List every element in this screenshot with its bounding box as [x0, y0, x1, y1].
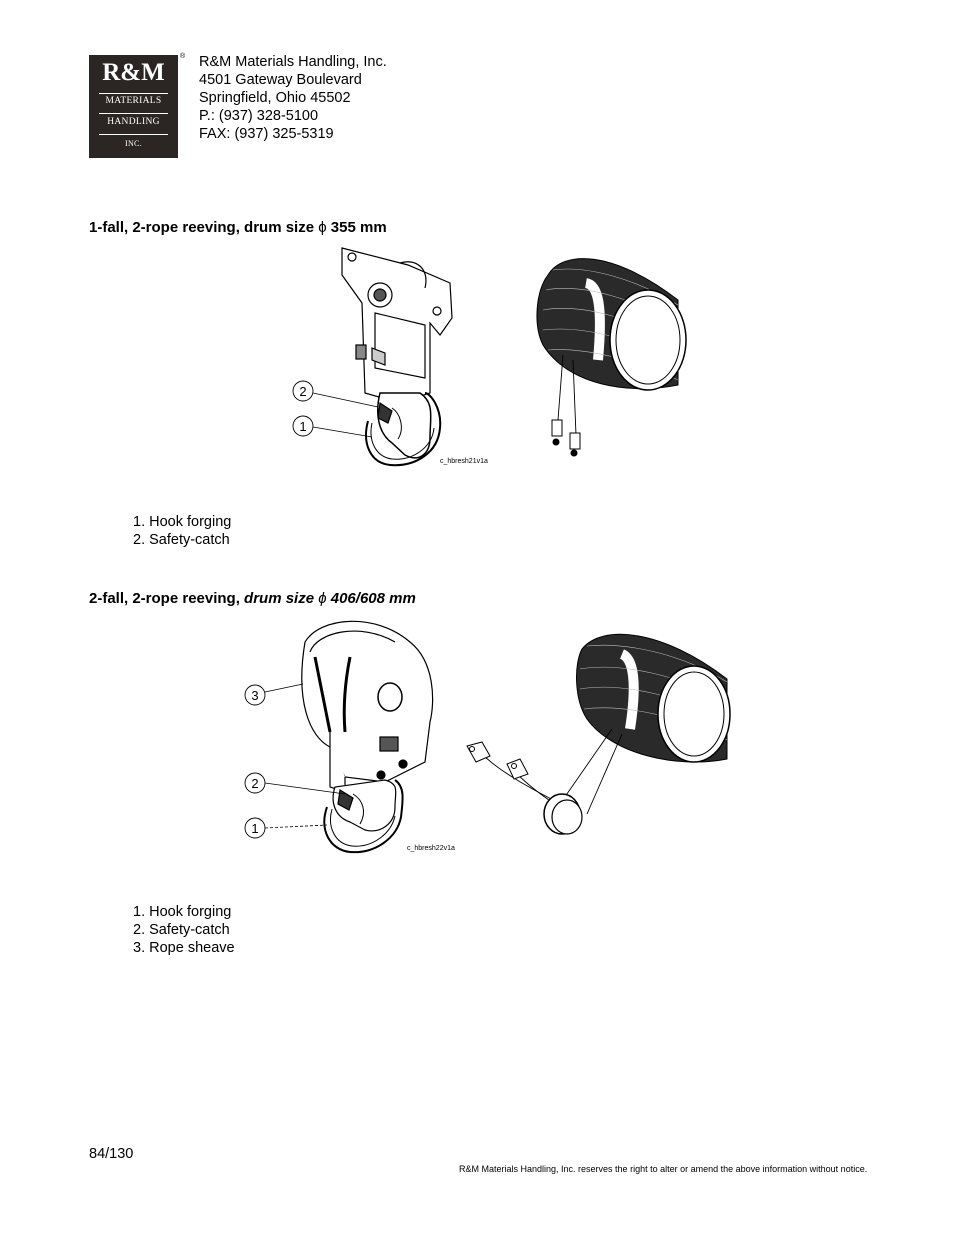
section2-heading: 2-fall, 2-rope reeving, drum size ϕ 406/…: [89, 590, 416, 607]
callout-2-label: 2: [299, 384, 306, 399]
section1-parts-list: 1. Hook forging 2. Safety-catch: [133, 513, 231, 549]
footer-notice: R&M Materials Handling, Inc. reserves th…: [459, 1164, 868, 1174]
logo-word-inc: INC.: [125, 139, 142, 148]
diameter-symbol: ϕ: [318, 590, 327, 607]
diameter-symbol: ϕ: [318, 219, 327, 236]
logo-divider: [99, 113, 168, 114]
company-name: R&M Materials Handling, Inc.: [199, 54, 387, 70]
list-item: 2. Safety-catch: [133, 532, 230, 548]
logo-divider: [99, 134, 168, 135]
section2-heading-text: 2-fall, 2-rope reeving,: [89, 590, 245, 607]
list-item: 2. Safety-catch: [133, 922, 230, 938]
callout-1: [244, 817, 266, 839]
list-item: 1. Hook forging: [133, 514, 232, 530]
logo-word-materials: MATERIALS: [105, 96, 162, 106]
callout-2: [244, 772, 266, 794]
figure1-code: c_hbresh21v1a: [440, 458, 488, 465]
callout-3-label: 3: [251, 688, 258, 703]
callout-2: [292, 380, 314, 402]
registered-mark: ®: [180, 53, 186, 60]
figure1-hook-block: 2 1 c_hbresh21v1a: [292, 247, 488, 467]
list-item: 1. Hook forging: [133, 904, 232, 920]
figure2-code: c_hbresh22v1a: [407, 845, 455, 852]
logo-divider: [99, 93, 168, 94]
callout-1-label: 1: [251, 821, 258, 836]
logo-word-handling: HANDLING: [107, 117, 160, 127]
company-city: Springfield, Ohio 45502: [199, 90, 351, 106]
figure1-rope-drum: [536, 258, 687, 457]
logo-monogram: R&M: [102, 59, 165, 86]
callout-2-label: 2: [251, 776, 258, 791]
list-item: 3. Rope sheave: [133, 940, 235, 956]
company-logo: R&M MATERIALS HANDLING INC.: [89, 55, 178, 158]
callout-1: [292, 415, 314, 437]
company-street: 4501 Gateway Boulevard: [199, 72, 362, 88]
figure2-rope-drum: [466, 633, 731, 835]
section1-heading-text: 1-fall, 2-rope reeving, drum size: [89, 219, 319, 236]
company-address: R&M Materials Handling, Inc. 4501 Gatewa…: [199, 53, 387, 143]
section1-heading-size: 355 mm: [326, 219, 387, 236]
section2-heading-size: 406/608 mm: [326, 590, 416, 607]
callout-1-label: 1: [299, 419, 306, 434]
section2-heading-italic: drum size: [244, 590, 319, 607]
company-fax: FAX: (937) 325-5319: [199, 126, 334, 142]
section1-heading: 1-fall, 2-rope reeving, drum size ϕ 355 …: [89, 219, 387, 236]
section2-parts-list: 1. Hook forging 2. Safety-catch 3. Rope …: [133, 903, 235, 957]
company-phone: P.: (937) 328-5100: [199, 108, 319, 124]
callout-3: [244, 684, 266, 706]
figure2-hook-block: 3 2 1 c_hbresh22v1a: [244, 620, 455, 854]
page-number: 84/130: [89, 1146, 134, 1162]
